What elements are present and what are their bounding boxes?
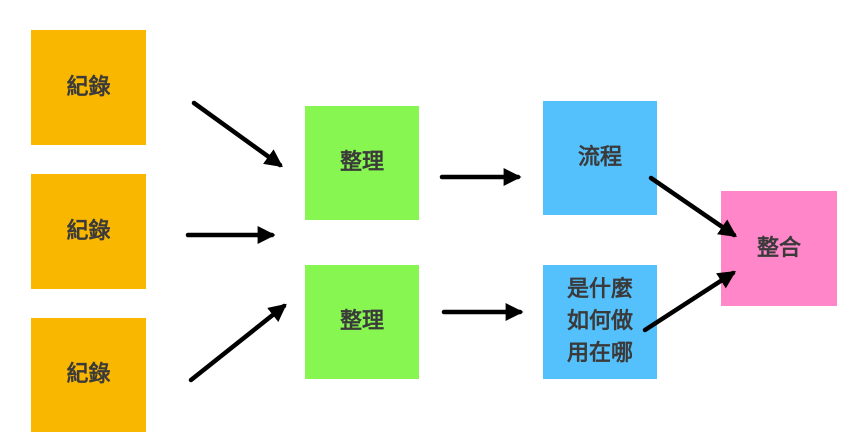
arrow-record1-to-organize1: [191, 100, 283, 168]
integrate-node-label: 整合: [756, 235, 801, 261]
arrow-usage-to-integrate: [642, 270, 737, 333]
organize-node-2: 整理: [305, 265, 419, 379]
organize-node-1: 整理: [305, 106, 419, 220]
arrow-record3-to-organize2: [188, 303, 287, 383]
arrow-process-to-integrate: [648, 175, 737, 238]
usage-node-label: 是什麼 如何做 用在哪: [566, 277, 633, 366]
usage-node: 是什麼 如何做 用在哪: [543, 265, 657, 379]
record-node-1-label: 紀錄: [66, 74, 111, 100]
record-node-1: 紀錄: [31, 30, 146, 145]
record-node-2: 紀錄: [31, 174, 146, 289]
record-node-3-label: 紀錄: [66, 362, 111, 388]
organize-node-1-label: 整理: [339, 150, 384, 176]
organize-node-2-label: 整理: [339, 309, 384, 335]
process-node: 流程: [543, 101, 657, 215]
integrate-node: 整合: [721, 191, 837, 306]
process-node-label: 流程: [577, 145, 622, 171]
record-node-3: 紀錄: [31, 318, 146, 432]
record-node-2-label: 紀錄: [66, 218, 111, 244]
